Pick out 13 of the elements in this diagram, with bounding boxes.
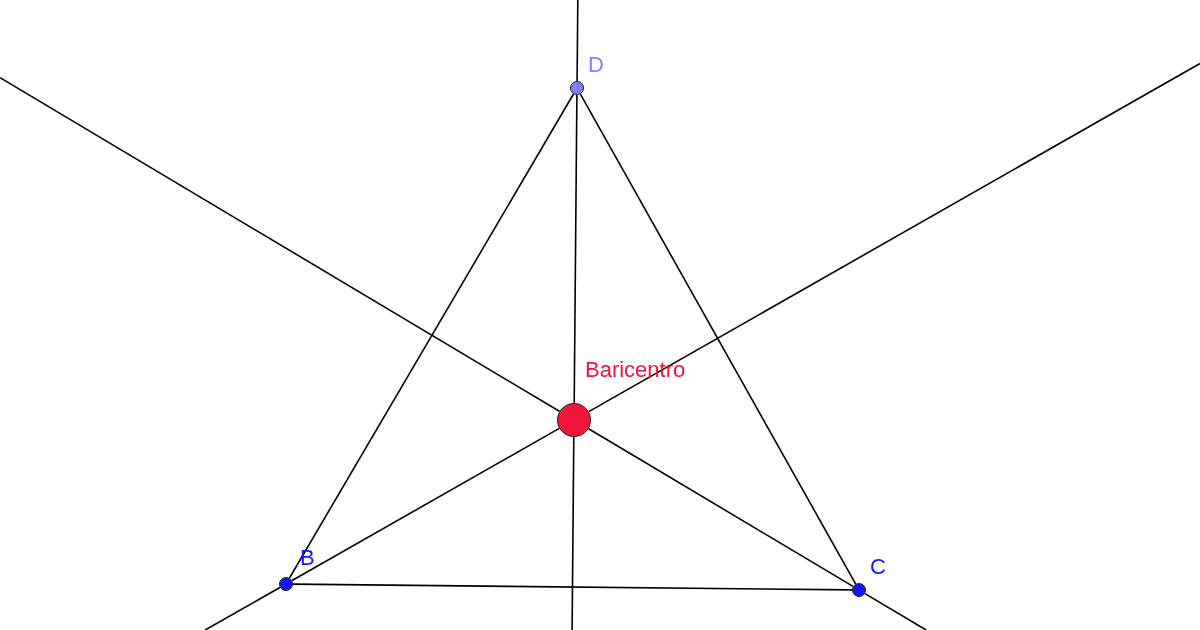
point-label: D xyxy=(588,53,604,77)
line-segment xyxy=(291,427,560,582)
line-segment xyxy=(288,93,575,579)
line-segment xyxy=(292,583,853,591)
line-segment xyxy=(573,94,578,404)
line-segment xyxy=(579,93,857,585)
point-label: C xyxy=(870,555,886,579)
point-marker xyxy=(557,403,591,437)
point-marker xyxy=(570,81,584,95)
point-marker xyxy=(279,577,293,591)
line-segment xyxy=(587,427,854,588)
point-marker xyxy=(852,583,866,597)
point-label: B xyxy=(300,546,315,570)
